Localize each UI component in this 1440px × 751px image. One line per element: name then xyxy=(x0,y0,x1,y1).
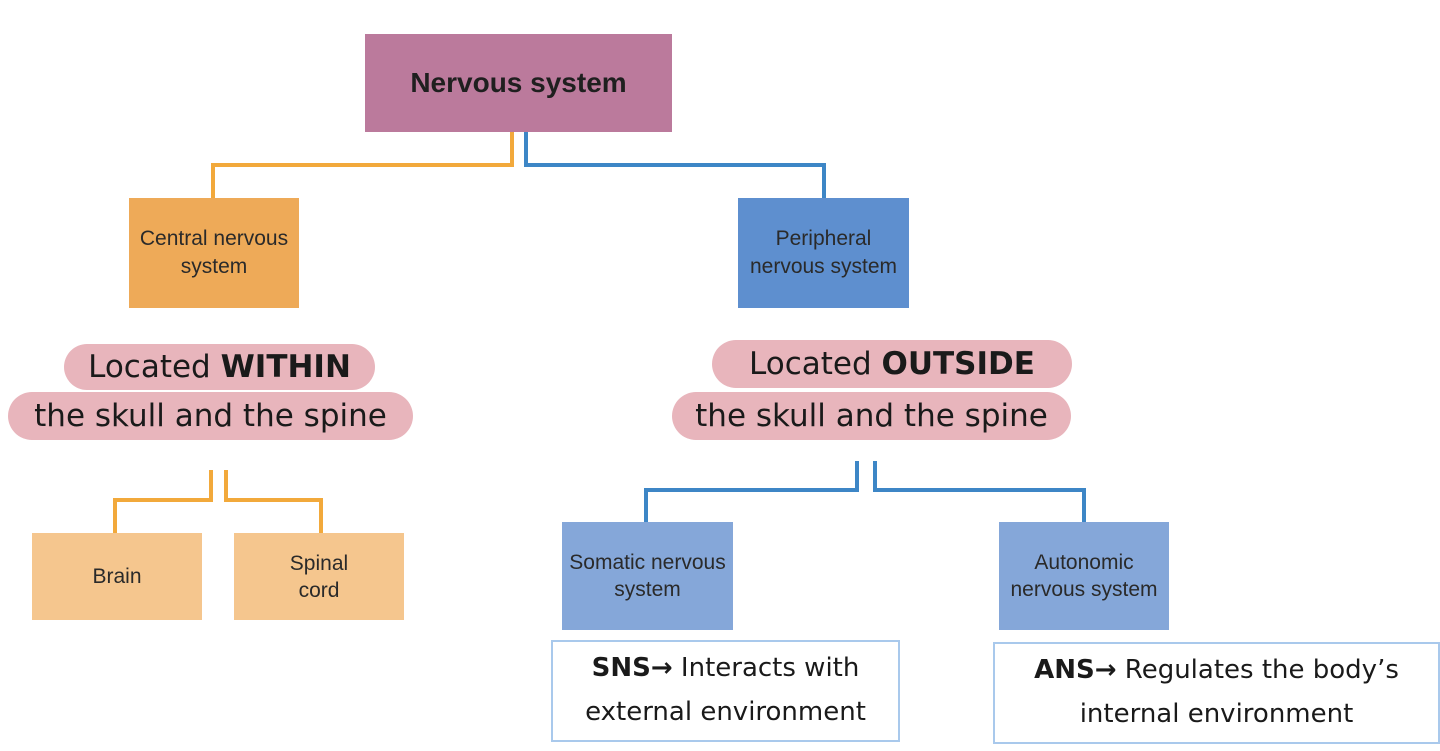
sns-note-line2: external environment xyxy=(585,697,866,727)
node-somatic-nervous-system-label: Somatic nervous system xyxy=(569,551,726,601)
node-nervous-system: Nervous system xyxy=(365,34,672,132)
cns-location-suffix: the skull and the spine xyxy=(34,398,387,434)
pns-location-prefix: Located xyxy=(749,346,882,382)
connector-cns-brain xyxy=(113,470,213,533)
ans-description-note: ANS→ Regulates the body’s internal envir… xyxy=(993,642,1440,744)
node-brain: Brain xyxy=(32,533,202,620)
ans-note-line1: ANS→ Regulates the body’s xyxy=(995,648,1438,692)
sns-note-text1: Interacts with xyxy=(672,653,860,683)
node-spinal-cord: Spinal cord xyxy=(234,533,404,620)
cns-location-highlight-line2: the skull and the spine xyxy=(8,392,413,440)
node-spinal-cord-label: Spinal cord xyxy=(289,551,349,602)
sns-arrow: → xyxy=(650,653,673,683)
node-autonomic-nervous-system: Autonomic nervous system xyxy=(999,522,1169,630)
node-somatic-nervous-system: Somatic nervous system xyxy=(562,522,733,630)
connector-pns-autonomic xyxy=(873,461,1086,522)
pns-location-suffix: the skull and the spine xyxy=(695,398,1048,434)
pns-location-highlight-line2: the skull and the spine xyxy=(672,392,1071,440)
sns-description-note: SNS→ Interacts with external environment xyxy=(551,640,900,742)
node-nervous-system-label: Nervous system xyxy=(410,67,627,98)
sns-abbr: SNS xyxy=(591,653,651,683)
ans-note-line2: internal environment xyxy=(1079,699,1354,729)
cns-location-keyword: WITHIN xyxy=(220,349,351,385)
ans-abbr: ANS xyxy=(1034,655,1095,685)
cns-location-prefix: Located xyxy=(88,349,221,385)
pns-location-keyword: OUTSIDE xyxy=(881,346,1035,382)
ans-note-text1: Regulates the body’s xyxy=(1116,655,1399,685)
cns-location-highlight-line1: Located WITHIN xyxy=(64,344,375,390)
sns-note-line1: SNS→ Interacts with xyxy=(553,646,898,690)
node-central-nervous-system: Central nervous system xyxy=(129,198,299,308)
node-brain-label: Brain xyxy=(92,564,142,588)
connector-root-pns xyxy=(524,132,826,198)
node-peripheral-nervous-system: Peripheral nervous system xyxy=(738,198,909,308)
ans-arrow: → xyxy=(1094,655,1117,685)
connector-root-cns xyxy=(211,132,514,198)
node-autonomic-nervous-system-label: Autonomic nervous system xyxy=(1010,551,1158,601)
connector-pns-somatic xyxy=(644,461,859,522)
node-peripheral-nervous-system-label: Peripheral nervous system xyxy=(749,227,898,278)
connector-cns-spinal xyxy=(224,470,323,533)
pns-location-highlight-line1: Located OUTSIDE xyxy=(712,340,1072,388)
node-central-nervous-system-label: Central nervous system xyxy=(139,227,289,278)
